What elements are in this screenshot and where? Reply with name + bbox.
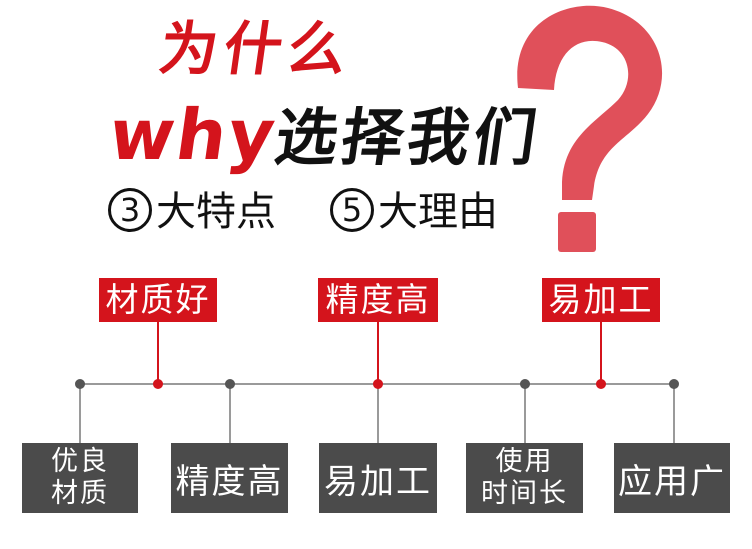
timeline-dot [75, 379, 85, 389]
question-mark-icon [517, 5, 663, 252]
reason-count-text: 大理由 [378, 189, 498, 235]
feature-count-text: 大特点 [156, 189, 276, 235]
reason-line: 材质 [51, 478, 109, 509]
circled-number-3: 3 [108, 188, 152, 232]
timeline-dot-red [153, 379, 163, 389]
timeline-dot-red [373, 379, 383, 389]
feature-box-precision: 精度高 [318, 278, 438, 322]
timeline-dot [669, 379, 679, 389]
reason-box-precision: 精度高 [171, 443, 288, 513]
reason-line: 优良 [51, 446, 109, 477]
reason-box-long-life: 使用 时间长 [466, 443, 583, 513]
reason-box-wide-application: 应用广 [614, 443, 730, 513]
feature-box-material: 材质好 [99, 278, 217, 322]
reason-box-quality-material: 优良 材质 [22, 443, 138, 513]
timeline-dot-red [596, 379, 606, 389]
circled-number-5: 5 [330, 188, 374, 232]
timeline-dot [520, 379, 530, 389]
reason-line: 时间长 [481, 478, 568, 509]
reason-line: 使用 [495, 446, 554, 477]
feature-box-machinable: 易加工 [542, 278, 660, 322]
timeline-dot [225, 379, 235, 389]
reason-box-machinable: 易加工 [319, 443, 437, 513]
